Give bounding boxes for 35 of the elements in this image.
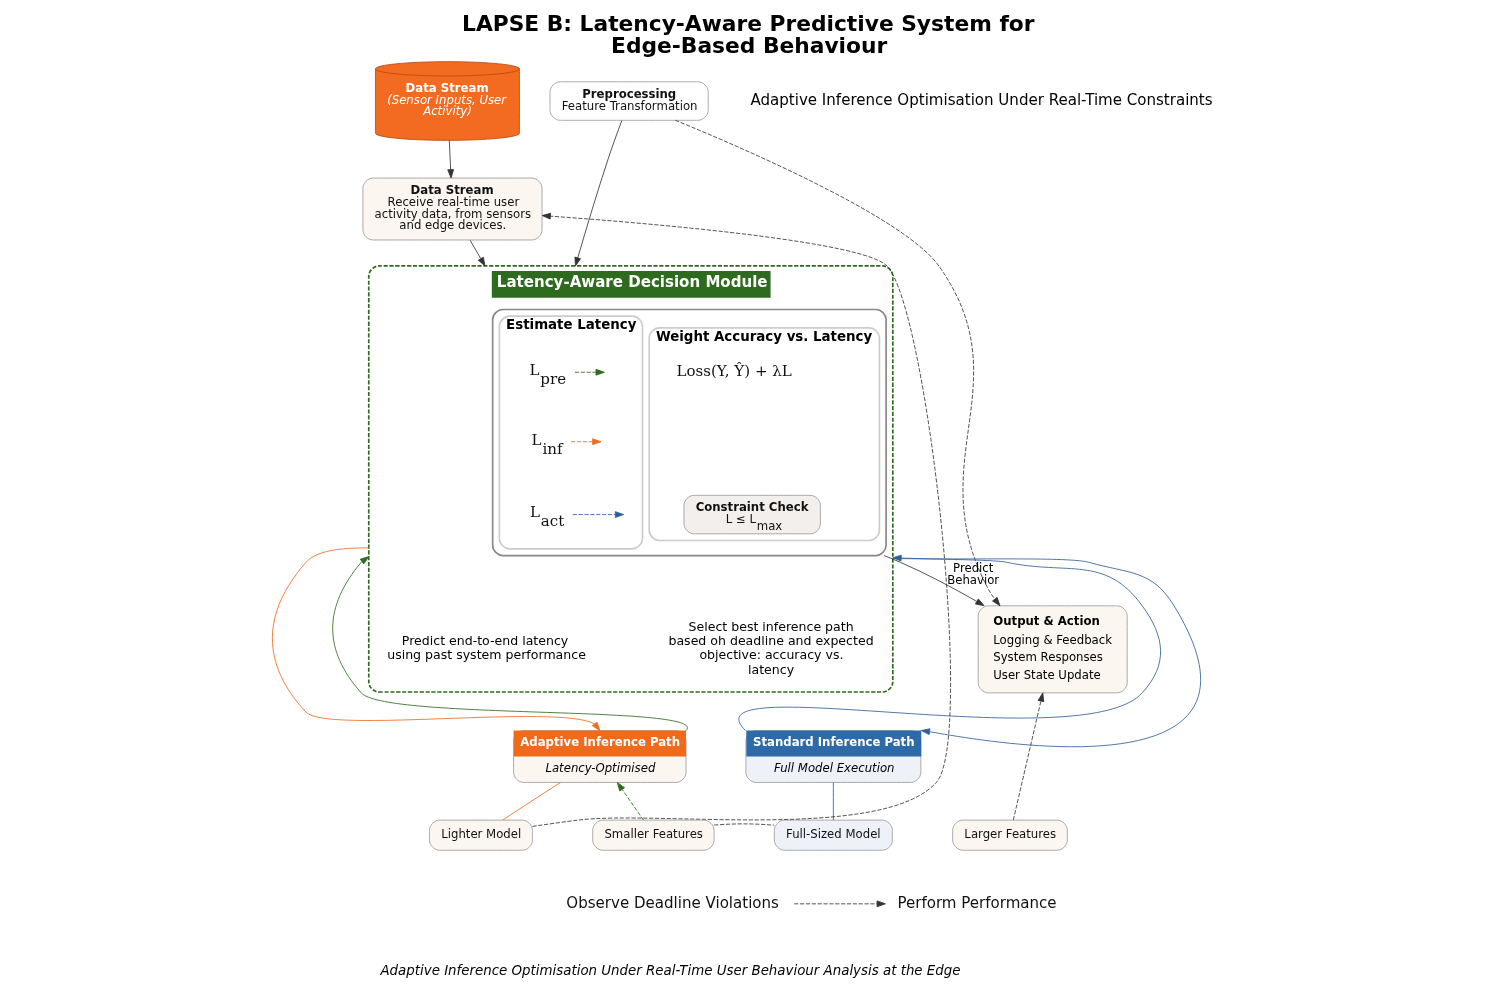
label: Predict end-to-end latency using past system performance [387,633,586,663]
node-box: Full-Sized Model [773,819,893,851]
arrow [616,782,644,821]
arrow [447,140,454,179]
diagram-title: LAPSE B: Latency-Aware Predictive System for Edge-Based Behaviour [462,11,1035,59]
arrow [532,212,951,827]
arrow [793,900,886,908]
arrow [469,239,486,267]
arrow [332,556,687,731]
arrow [883,555,985,607]
arrow [675,119,1001,607]
arrow [1012,692,1045,821]
edge-label: Predict Behavior [947,560,1000,588]
node-box: Output & Action Logging & Feedback System Responses User State Update [977,605,1128,694]
node-box: Lighter Model [429,819,533,851]
node-text: Perform Performance [897,893,1057,912]
caption: Adaptive Inference Optimisation Under Real-Time User Behaviour Analysis at the Edge [380,962,961,978]
node-box: Smaller Features [592,819,715,851]
cluster [491,308,887,557]
connector [502,782,561,821]
arrow [570,438,602,446]
arrow [574,120,623,267]
arrow [271,547,601,731]
label: Adaptive Inference Optimisation Under Real-Time Constraints [750,90,1213,109]
label: Select best inference path based oh deadline and expected objective: accuracy vs. latency [668,618,874,677]
node-text: Loss(Y, Ŷ) + λL [676,361,792,380]
node-box: Data Stream Receive real-time user activity data, from sensors and edge devices. [362,177,543,241]
node-box: Preprocessing Feature Transformation [549,81,709,121]
node-box: Larger Features [952,819,1068,851]
arrow [572,511,625,518]
connector [713,823,775,826]
arrow [738,554,1161,731]
arrow [574,368,605,376]
node-text: Observe Deadline Violations [566,893,779,912]
connector [832,782,834,821]
